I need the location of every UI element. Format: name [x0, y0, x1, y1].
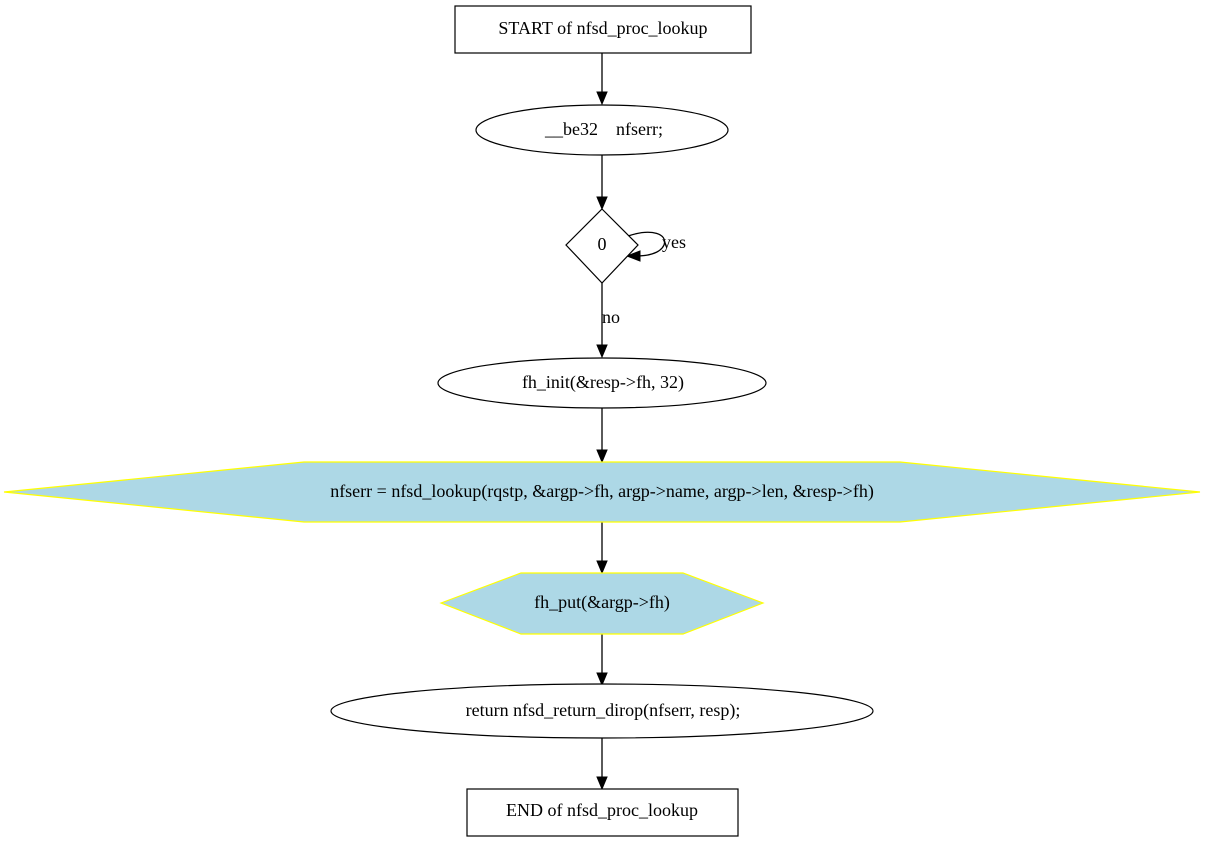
- arrowhead-icon: [596, 672, 608, 687]
- node-end-label: END of nfsd_proc_lookup: [506, 800, 698, 820]
- edge-label-yes: yes: [662, 232, 686, 252]
- edge-cond-no: no: [596, 283, 620, 359]
- arrowhead-icon: [596, 560, 608, 575]
- arrowhead-icon: [596, 91, 608, 106]
- edge-start-to-decl: [596, 53, 608, 106]
- node-condition-label: 0: [598, 234, 607, 254]
- node-lookup: nfserr = nfsd_lookup(rqstp, &argp->fh, a…: [3, 461, 1201, 523]
- arrowhead-icon: [596, 776, 608, 791]
- arrowhead-icon: [625, 250, 641, 262]
- node-condition: 0: [565, 208, 639, 284]
- edge-cond-yes-loop: yes: [625, 231, 686, 262]
- edge-decl-to-cond: [596, 155, 608, 211]
- edge-put-to-ret: [596, 634, 608, 687]
- node-lookup-label: nfserr = nfsd_lookup(rqstp, &argp->fh, a…: [330, 481, 874, 502]
- node-start: START of nfsd_proc_lookup: [454, 5, 752, 54]
- edge-ret-to-end: [596, 738, 608, 791]
- node-end: END of nfsd_proc_lookup: [466, 788, 739, 837]
- arrowhead-icon: [596, 196, 608, 211]
- edge-label-no: no: [602, 307, 620, 327]
- node-start-label: START of nfsd_proc_lookup: [498, 18, 707, 38]
- node-init-label: fh_init(&resp->fh, 32): [522, 372, 684, 393]
- node-return: return nfsd_return_dirop(nfserr, resp);: [330, 683, 874, 739]
- edge-lookup-to-put: [596, 522, 608, 575]
- arrowhead-icon: [596, 344, 608, 359]
- arrowhead-icon: [596, 449, 608, 464]
- node-decl-label: __be32 nfserr;: [544, 119, 663, 139]
- node-decl: __be32 nfserr;: [475, 104, 729, 156]
- edge-init-to-lookup: [596, 408, 608, 464]
- node-return-label: return nfsd_return_dirop(nfserr, resp);: [466, 700, 741, 721]
- node-put: fh_put(&argp->fh): [439, 572, 765, 635]
- node-put-label: fh_put(&argp->fh): [534, 592, 670, 613]
- node-init: fh_init(&resp->fh, 32): [437, 357, 767, 409]
